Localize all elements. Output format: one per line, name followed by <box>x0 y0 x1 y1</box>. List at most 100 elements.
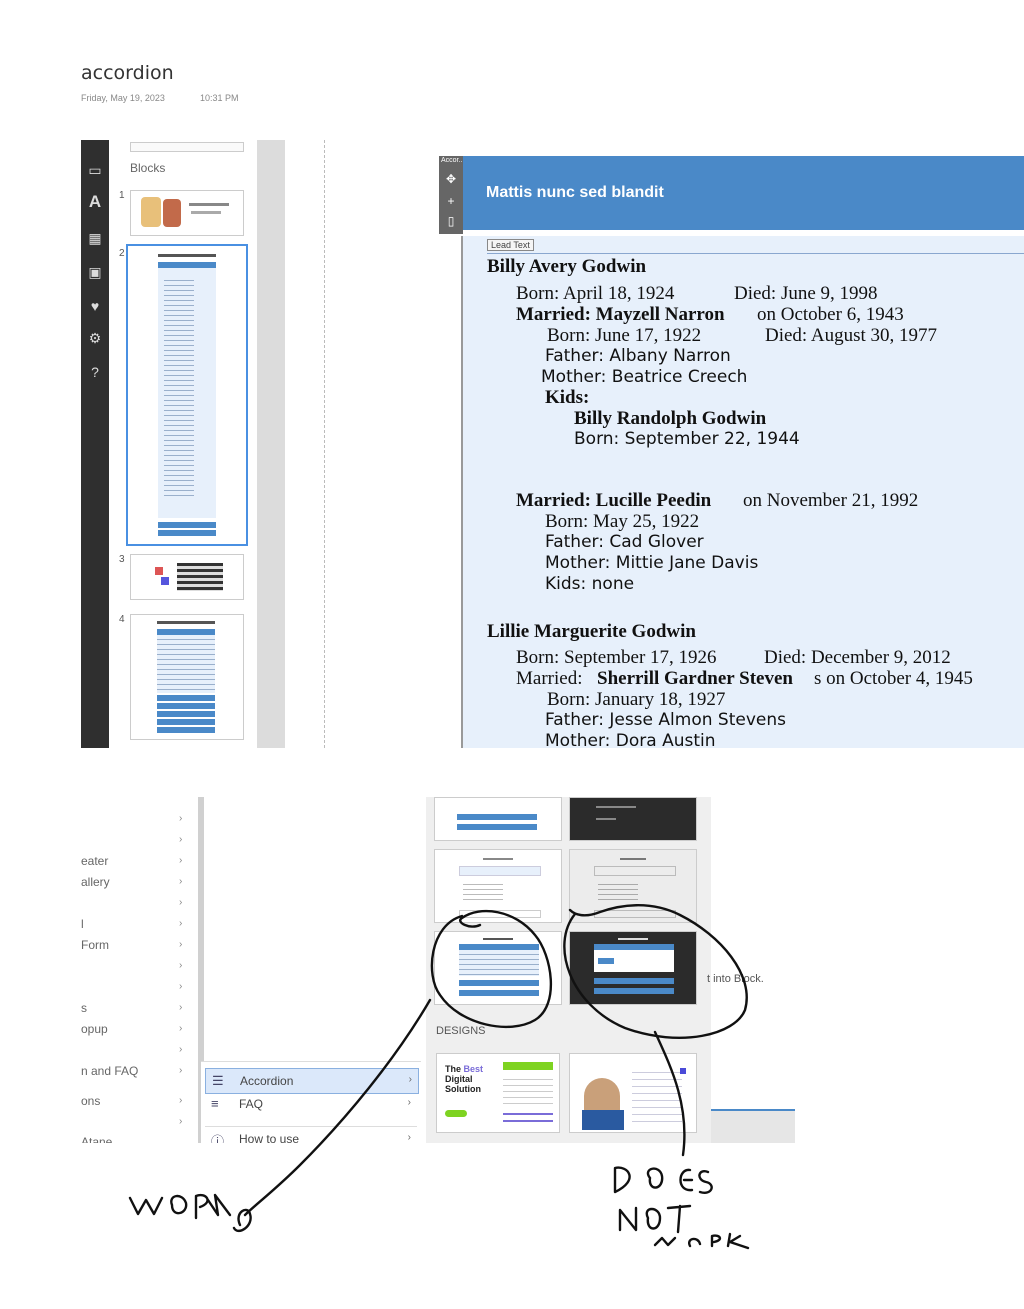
father-text: Father: Cad Glover <box>545 532 704 552</box>
chevron-right-icon: › <box>179 1002 183 1013</box>
chevron-right-icon: › <box>179 876 183 887</box>
mother-text: Mother: Dora Austin <box>545 731 716 748</box>
help-icon[interactable]: ? <box>91 364 99 380</box>
chevron-right-icon: › <box>179 1095 183 1106</box>
chevron-right-icon: › <box>407 1132 411 1143</box>
panel-scroll-strip[interactable] <box>257 140 285 748</box>
chevron-right-icon: › <box>179 981 183 992</box>
note-time: 10:31 PM <box>200 93 239 103</box>
designs-heading: DESIGNS <box>436 1025 486 1037</box>
mother-text: Mother: Mittie Jane Davis <box>545 553 759 573</box>
heart-icon[interactable]: ♥ <box>90 298 100 314</box>
submenu-label: FAQ <box>239 1097 264 1111</box>
works-word-stroke <box>128 1193 252 1233</box>
circle-works-stroke <box>430 909 553 1028</box>
menu-item[interactable]: allery <box>81 875 110 889</box>
design-thumbnail-works[interactable] <box>434 931 562 1005</box>
design-thumbnail[interactable] <box>434 797 562 841</box>
note-title: accordion <box>81 62 174 84</box>
block-thumbnail[interactable] <box>130 190 244 236</box>
block-thumbnail[interactable] <box>130 554 244 600</box>
design-card-heading: The Best Digital Solution <box>445 1064 484 1094</box>
menu-item[interactable]: ons <box>81 1094 101 1108</box>
thumb-number: 4 <box>119 614 125 625</box>
married-date: on October 6, 1943 <box>757 304 904 325</box>
person-name: Billy Avery Godwin <box>487 256 647 277</box>
arrow-not-work-stroke <box>653 1030 686 1157</box>
chevron-right-icon: › <box>179 1023 183 1034</box>
accordion-content[interactable]: Lead Text Billy Avery Godwin Born: April… <box>461 236 1024 748</box>
born-text: Born: May 25, 1922 <box>545 511 700 532</box>
monitor-icon[interactable]: ▭ <box>88 162 102 178</box>
circle-not-work-stroke <box>563 904 748 1039</box>
block-handle[interactable]: Accor... ✥ + ▯ <box>439 156 465 234</box>
lead-divider <box>487 253 1024 254</box>
gray-panel <box>711 1111 795 1143</box>
block-handle-label: Accor... <box>441 157 465 164</box>
add-icon[interactable]: + <box>447 194 455 208</box>
accent-line <box>711 1109 795 1111</box>
submenu-item-accordion[interactable]: ☰ Accordion › <box>205 1068 419 1094</box>
blocks-panel: Blocks 1 2 3 4 <box>109 140 257 748</box>
married-text: Married: Mayzell Narron <box>516 304 725 325</box>
submenu-label: Accordion <box>240 1074 294 1088</box>
menu-item[interactable]: eater <box>81 854 109 868</box>
faq-icon: ≡ <box>211 1096 219 1111</box>
menu-item[interactable]: Form <box>81 938 109 952</box>
married-date: s on October 4, 1945 <box>814 668 973 689</box>
accordion-header[interactable]: Mattis nunc sed blandit <box>463 156 1024 230</box>
block-thumbnail-selected[interactable] <box>126 244 248 546</box>
died-text: Died: June 9, 1998 <box>734 283 878 304</box>
design-card-portrait[interactable] <box>569 1053 697 1133</box>
died-text: Died: December 9, 2012 <box>764 647 951 668</box>
work-word-stroke <box>653 1232 750 1250</box>
married-date: on November 21, 1992 <box>743 490 919 511</box>
panel-scrollbar[interactable] <box>130 142 244 152</box>
menu-item[interactable]: s <box>81 1001 87 1015</box>
design-card[interactable]: The Best Digital Solution <box>436 1053 560 1133</box>
arrow-works-stroke <box>243 998 432 1217</box>
accordion-icon: ☰ <box>212 1073 224 1088</box>
chevron-right-icon: › <box>179 918 183 929</box>
thumb-number: 3 <box>119 554 125 565</box>
accordion-block: Accor... ✥ + ▯ Mattis nunc sed blandit L… <box>439 156 1024 748</box>
accordion-title: Mattis nunc sed blandit <box>486 184 664 201</box>
chevron-right-icon: › <box>179 813 183 824</box>
chevron-right-icon: › <box>179 897 183 908</box>
block-thumbnail[interactable] <box>130 614 244 740</box>
menu-screenshot: › › eater › allery › › l › Form › › › s … <box>81 797 795 1143</box>
canvas-guide <box>324 140 325 748</box>
born-text: Born: June 17, 1922 <box>547 325 702 346</box>
person-name: Lillie Marguerite Godwin <box>487 621 696 642</box>
image-icon[interactable]: ▣ <box>88 264 102 280</box>
chevron-right-icon: › <box>407 1097 411 1108</box>
submenu-item-how-to-use[interactable]: ⓘ How to use › <box>205 1126 417 1143</box>
chevron-right-icon: › <box>179 960 183 971</box>
editor-screenshot: ▭ A ▦ ▣ ♥ ⚙ ? Blocks 1 2 3 <box>81 140 1024 748</box>
born-text: Born: April 18, 1924 <box>516 283 675 304</box>
chevron-right-icon: › <box>179 1044 183 1055</box>
spouse-name: Sherrill Gardner Steven <box>597 668 793 689</box>
menu-item[interactable]: opup <box>81 1022 108 1036</box>
not-word-stroke <box>618 1204 692 1234</box>
chevron-right-icon: › <box>408 1074 412 1085</box>
move-icon[interactable]: ✥ <box>445 172 457 186</box>
text-icon[interactable]: A <box>88 192 102 211</box>
layout-icon[interactable]: ▦ <box>88 230 102 246</box>
design-thumbnail-not-working[interactable] <box>569 931 697 1005</box>
design-thumbnail-dark[interactable] <box>569 797 697 841</box>
trash-icon[interactable]: ▯ <box>447 214 455 228</box>
died-text: Died: August 30, 1977 <box>765 325 938 346</box>
gear-icon[interactable]: ⚙ <box>88 330 102 346</box>
father-text: Father: Albany Narron <box>545 346 731 366</box>
submenu-item-faq[interactable]: ≡ FAQ › <box>205 1092 417 1116</box>
does-word-stroke <box>613 1166 713 1194</box>
design-thumbnail[interactable] <box>434 849 562 923</box>
menu-item-accordion-faq[interactable]: n and FAQ <box>81 1064 139 1078</box>
chevron-right-icon: › <box>179 1116 183 1127</box>
menu-item[interactable]: l <box>81 917 84 931</box>
menu-item[interactable]: Atane <box>81 1135 113 1143</box>
married-text: Married: Lucille Peedin <box>516 490 712 511</box>
left-toolbar: ▭ A ▦ ▣ ♥ ⚙ ? <box>81 140 109 748</box>
